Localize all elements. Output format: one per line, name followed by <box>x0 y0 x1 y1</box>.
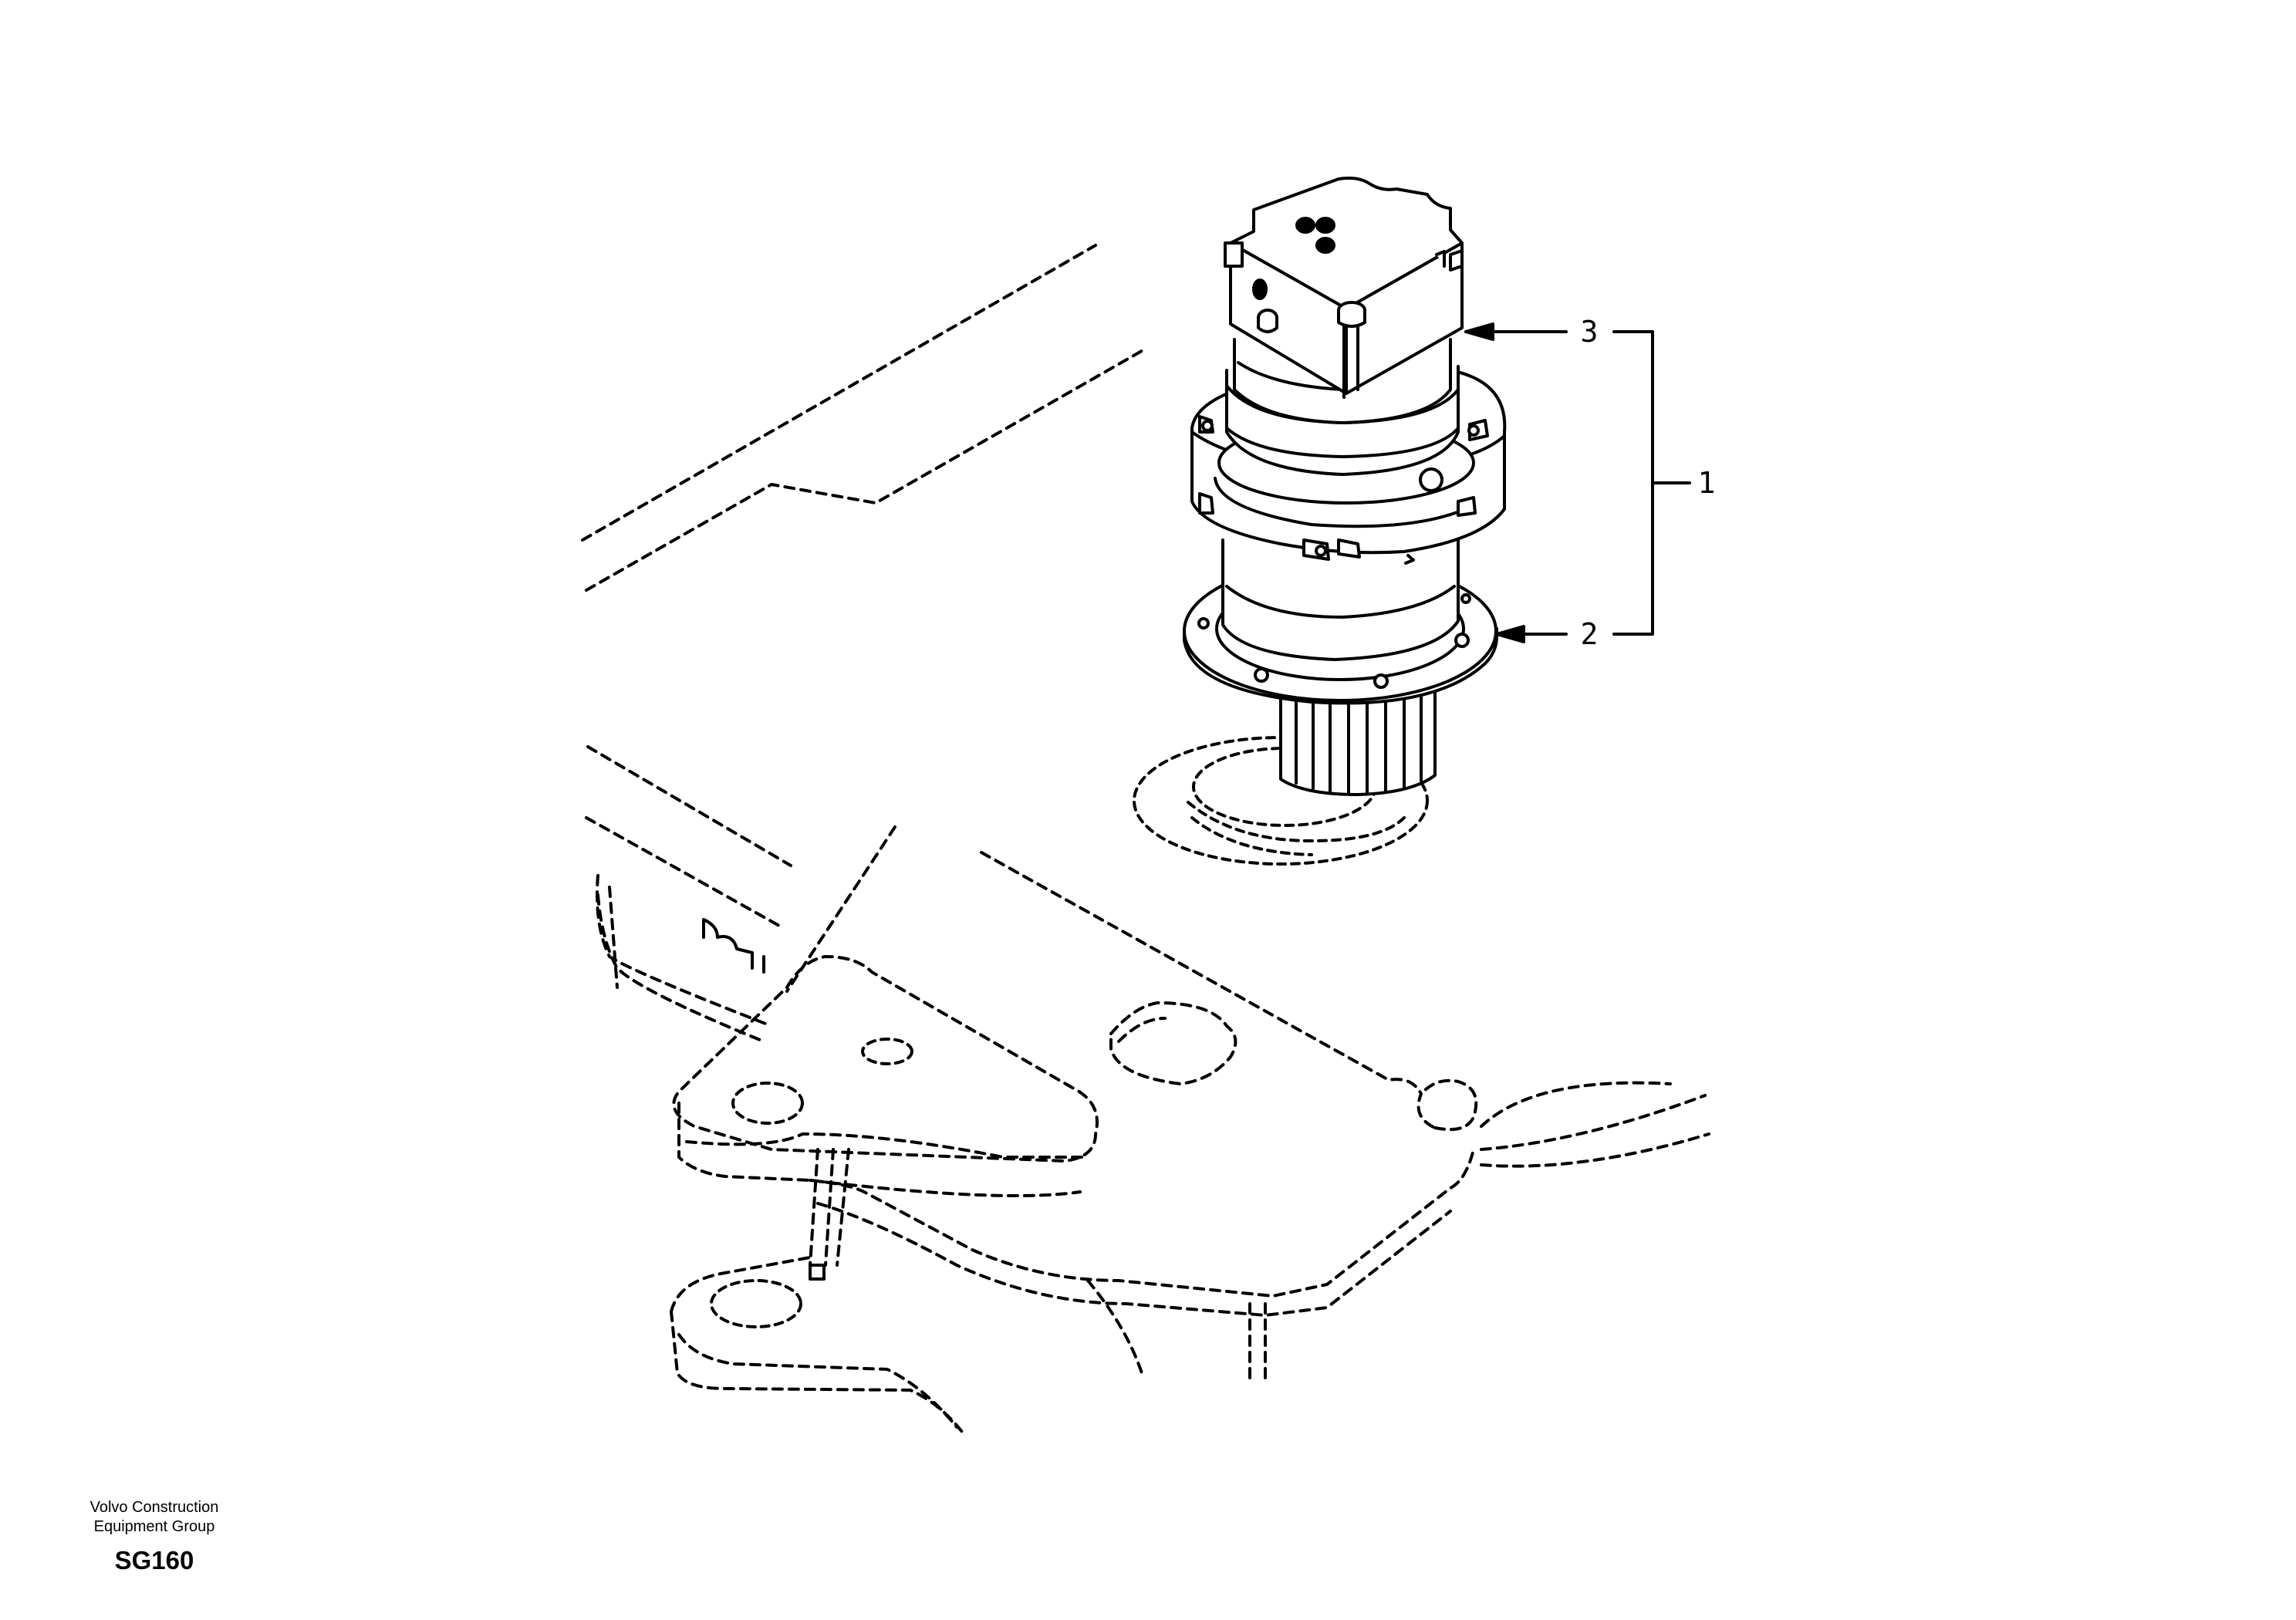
lower-drum <box>1221 531 1460 661</box>
frame-bracket <box>702 918 826 1281</box>
pinion-gear <box>1279 689 1437 796</box>
callout-1: 1 <box>1698 466 1716 500</box>
callout-2: 2 <box>1581 617 1599 651</box>
drawing-code: SG160 <box>114 1546 194 1574</box>
company-name-line-2: Equipment Group <box>93 1518 215 1535</box>
callout-3: 3 <box>1581 315 1599 349</box>
valve-block <box>1224 176 1464 399</box>
lower-frame-dashed-outline <box>585 745 1710 1436</box>
frame-holes-dashed <box>710 736 1429 1328</box>
callout-leaders <box>1464 322 1691 643</box>
swing-motor-assembly <box>1183 176 1507 796</box>
assembly-bracket <box>1612 330 1654 636</box>
upper-frame-dashed-outline <box>581 244 1147 592</box>
company-name-line-1: Volvo Construction <box>89 1499 219 1516</box>
footer-block: Volvo Construction Equipment Group SG160 <box>46 1498 262 1575</box>
